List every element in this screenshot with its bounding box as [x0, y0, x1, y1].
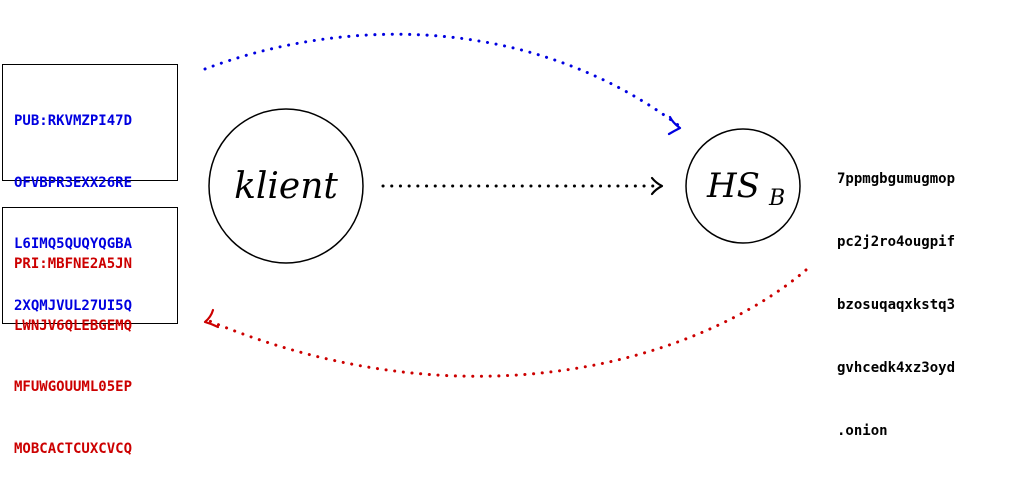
- public-key-arrowhead: [667, 115, 682, 136]
- onion-address-line: 7ppmgbgumugmop: [837, 171, 956, 187]
- private-key-line: MFUWGOUUML05EP: [14, 379, 133, 395]
- hidden-service-node: HS B: [685, 128, 801, 244]
- public-key-box: PUB:RKVMZPI47D OFVBPR3EXX26RE L6IMQ5QUQY…: [2, 64, 178, 314]
- client-node-label: klient: [234, 166, 338, 207]
- private-key-line: LWNJV6QLEBGEMQ: [14, 317, 133, 334]
- private-key-line: MOBCACTCUXCVCQ: [14, 440, 133, 457]
- onion-address-line: bzosuqaqxkstq3: [837, 297, 956, 313]
- hidden-service-label: HS: [706, 166, 760, 206]
- private-key-arrow: [205, 268, 808, 378]
- flow-diagram: klient HS B: [203, 32, 808, 378]
- hidden-service-subscript: B: [768, 186, 785, 211]
- onion-address-line: pc2j2ro4ougpif: [837, 234, 956, 250]
- private-key-arrowhead: [203, 308, 220, 329]
- onion-address: 7ppmgbgumugmop pc2j2ro4ougpif bzosuqaqxk…: [837, 127, 955, 463]
- public-key-line: PUB:RKVMZPI47D: [14, 113, 133, 129]
- public-key-line: L6IMQ5QUQYQGBA: [14, 236, 133, 252]
- public-key-line: OFVBPR3EXX26RE: [14, 174, 133, 191]
- private-key-line: PRI:MBFNE2A5JN: [14, 256, 133, 272]
- public-key-line: 2XQMJVUL27UI5Q: [14, 297, 133, 314]
- onion-address-line: .onion: [837, 423, 888, 439]
- client-node: klient: [208, 108, 364, 264]
- onion-address-line: gvhcedk4xz3oyd: [837, 360, 956, 376]
- public-key-arrow: [203, 32, 684, 130]
- request-arrowhead: [650, 176, 664, 196]
